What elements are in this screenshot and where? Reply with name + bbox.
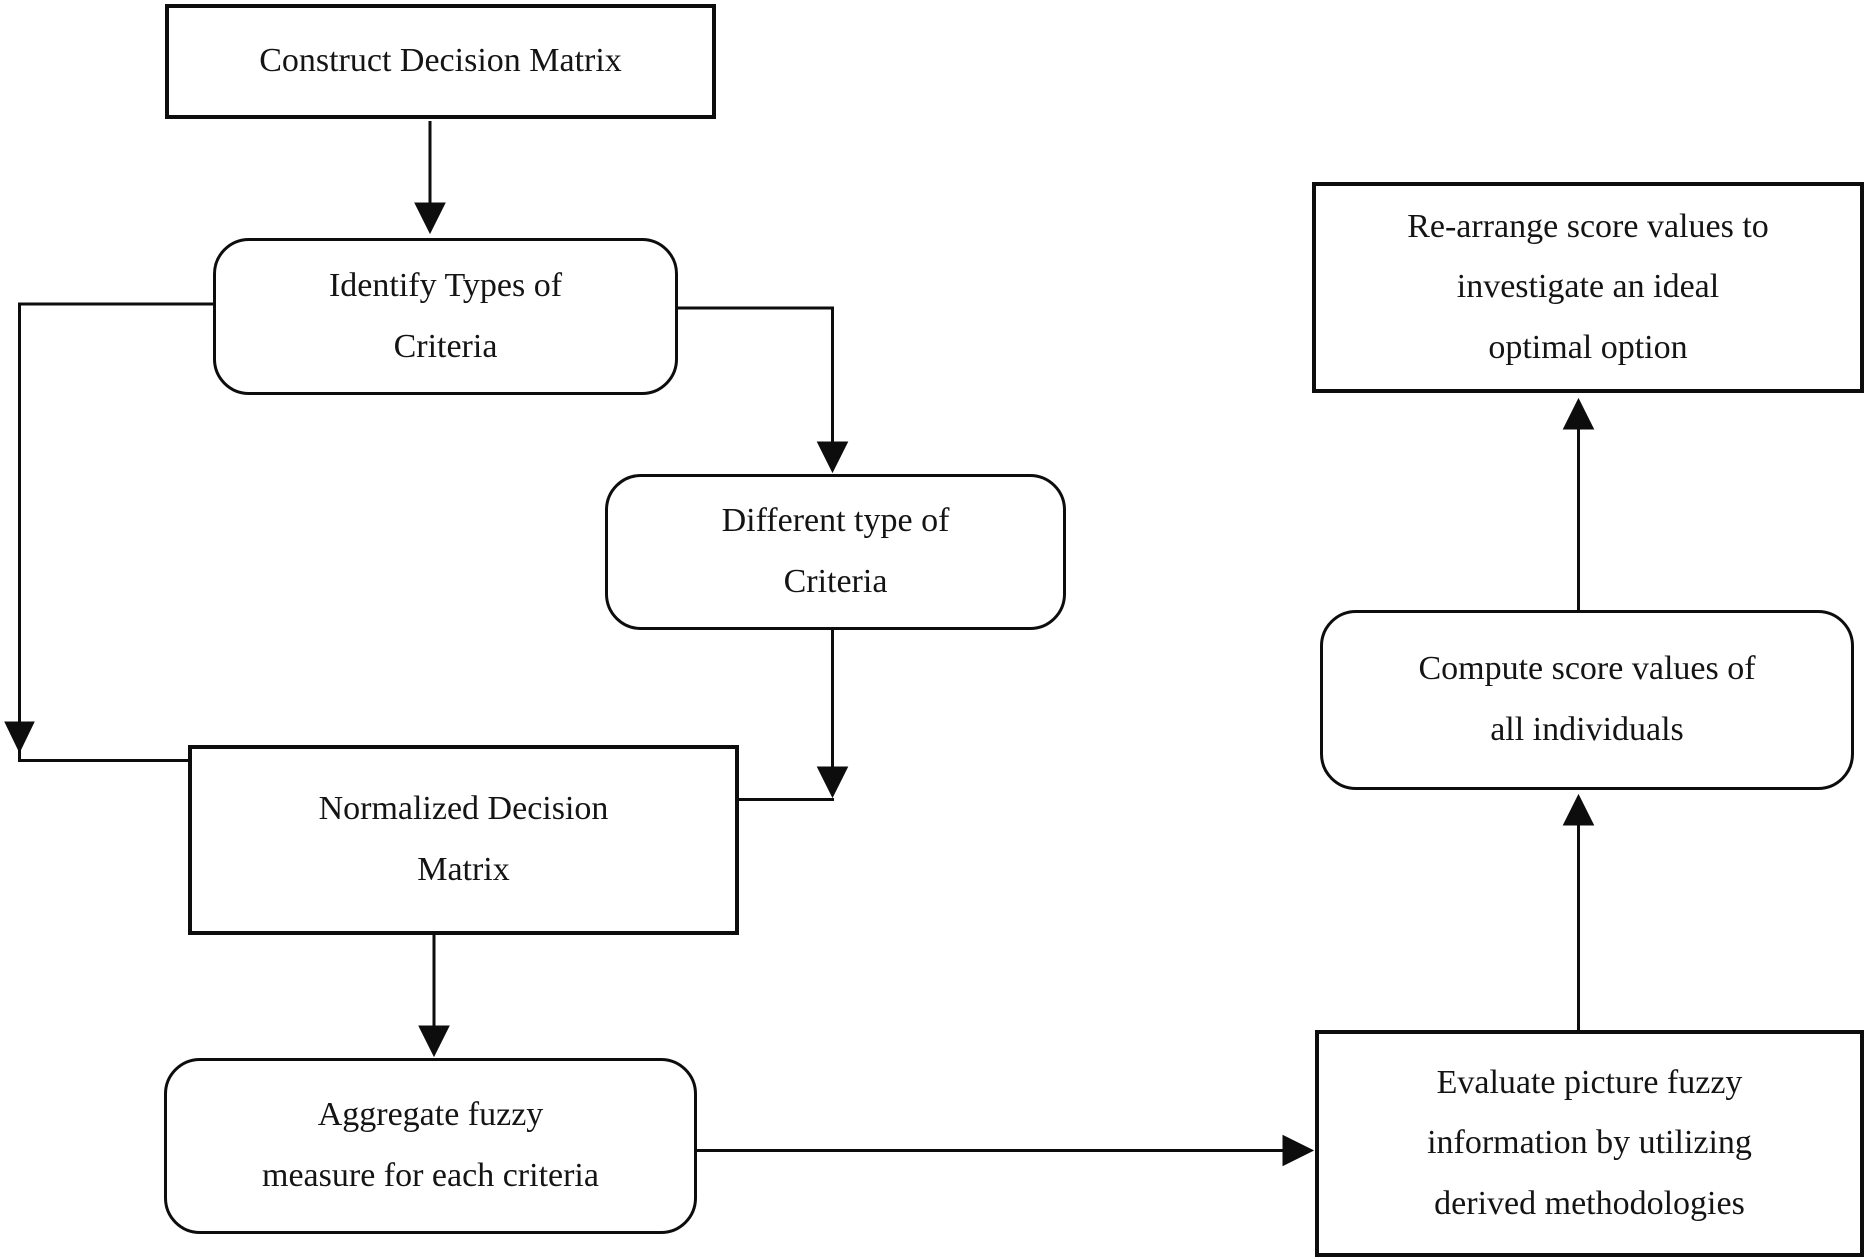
node-label: Re-arrange score values to investigate a… [1407,207,1769,366]
node-rearrange-score-values: Re-arrange score values to investigate a… [1312,182,1864,393]
node-evaluate-picture-fuzzy-information: Evaluate picture fuzzy information by ut… [1315,1030,1864,1257]
edge-identify-to-normalized-left [4,302,213,762]
edge-evaluate-to-compute [1562,793,1595,1030]
node-aggregate-fuzzy-measure: Aggregate fuzzy measure for each criteri… [164,1058,697,1234]
arrowhead-down-icon [4,721,35,754]
node-label: Identify Types of Criteria [328,266,563,365]
node-label: Different type of Criteria [721,502,950,600]
arrowhead-up-icon [1562,397,1595,430]
node-identify-types-of-criteria: Identify Types of Criteria [213,238,678,395]
arrowhead-right-icon [1282,1134,1315,1167]
node-compute-score-values: Compute score values of all individuals [1320,610,1854,790]
arrowhead-down-icon [816,766,849,799]
edge-construct-to-identify [414,121,446,235]
arrowhead-down-icon [414,202,446,235]
node-label: Aggregate fuzzy measure for each criteri… [262,1096,599,1194]
edge-line [18,302,213,762]
node-label: Compute score values of all individuals [1418,650,1756,748]
edge-identify-to-different [678,306,849,474]
arrowhead-up-icon [1562,793,1595,826]
edge-compute-to-rearrange [1562,397,1595,610]
node-label: Construct Decision Matrix [259,42,622,80]
edge-different-to-normalized [739,630,849,801]
edge-normalized-to-aggregate [418,935,450,1058]
node-different-type-of-criteria: Different type of Criteria [605,474,1066,630]
arrowhead-down-icon [816,441,849,474]
edge-line [678,306,834,444]
node-label: Evaluate picture fuzzy information by ut… [1427,1063,1752,1222]
node-label: Normalized Decision Matrix [318,790,609,888]
node-normalized-decision-matrix: Normalized Decision Matrix [188,745,739,935]
node-construct-decision-matrix: Construct Decision Matrix [165,4,716,119]
edge-aggregate-to-evaluate [697,1134,1315,1167]
arrowhead-down-icon [418,1025,450,1058]
